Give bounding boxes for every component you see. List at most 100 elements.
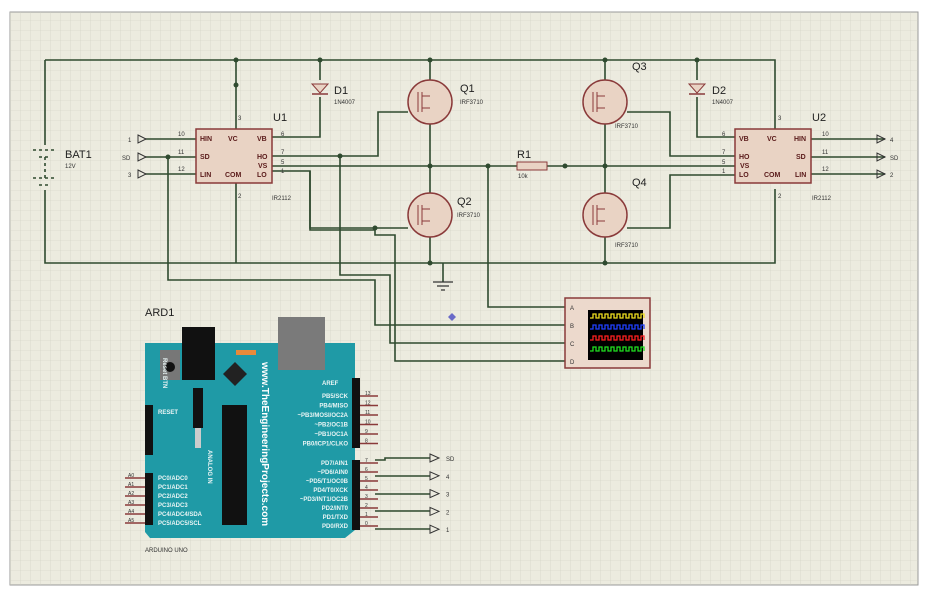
u2-pin-number: 3	[778, 116, 782, 122]
u2-pin-number: 2	[778, 194, 782, 200]
driver-u2[interactable]: U2 IR2112 VB HO VS LO VC COM HIN SD LIN …	[722, 112, 832, 202]
output-terminal-label: SD	[446, 457, 455, 463]
driver-u1[interactable]: U1 IR2112 HIN SD LIN VC COM VB HO VS LO …	[178, 112, 292, 202]
scope-channel-b: B	[570, 324, 574, 330]
arduino-pin-label: PB5/SCK	[322, 394, 349, 400]
battery-bat1[interactable]: BAT1 12V	[33, 149, 92, 186]
u2-pin-hin: HIN	[794, 136, 806, 143]
arduino-model: ARDUINO UNO	[145, 548, 188, 554]
mosfet-icon	[582, 79, 628, 125]
arduino-pin-label: PD7/AIN1	[321, 461, 349, 467]
arduino-reset-btn-label: Reset BTN	[161, 358, 167, 388]
output-terminal-arrow-icon	[429, 506, 441, 517]
q4-part: IRF3710	[615, 243, 639, 249]
header-left-top	[145, 405, 153, 455]
u2-pin-number: 10	[822, 132, 829, 138]
u1-pin-number: 11	[178, 150, 185, 156]
arduino-pin-label: ~PD5/T1/OC0B	[306, 479, 349, 485]
output-terminal-arrow-icon	[429, 453, 441, 463]
scope-channel-a: A	[570, 306, 574, 312]
arduino-pin-number: A0	[128, 473, 134, 479]
u2-pin-com: COM	[764, 172, 781, 179]
arduino-pin-label: PC4/ADC4/SDA	[158, 512, 203, 518]
scope-trace	[590, 313, 645, 319]
u1-pin-number: 1	[281, 169, 285, 175]
arduino-pin-number: 3	[365, 494, 368, 500]
d1-name: D1	[334, 85, 348, 97]
arduino-pin-label: PB0/ICP1/CLKO	[303, 442, 349, 448]
q3-part: IRF3710	[615, 124, 639, 130]
arduino-pin-number: 4	[365, 485, 368, 491]
u2-pin-number: 1	[722, 169, 726, 175]
diode-d1[interactable]: D1 1N4007	[310, 83, 356, 106]
output-terminal-arrow-icon	[429, 524, 441, 534]
u1-pin-sd: SD	[200, 154, 210, 161]
oscilloscope[interactable]: A B C D	[564, 297, 651, 369]
arduino-pin-number: 12	[365, 401, 371, 407]
arduino-pin-label: PB4/MISO	[319, 404, 348, 410]
u1-pin-com: COM	[225, 172, 242, 179]
q1-part: IRF3710	[460, 100, 484, 106]
arduino-pin-label: PC2/ADC2	[158, 494, 188, 500]
arduino-website: www.TheEngineeringProjects.com	[259, 361, 270, 526]
arduino-pin-number: 11	[365, 410, 370, 416]
q2-part: IRF3710	[457, 213, 481, 219]
input-terminal-arrow-icon	[137, 134, 148, 179]
d1-part: 1N4007	[334, 100, 356, 106]
q2-name: Q2	[457, 196, 472, 208]
arduino-pin-number: 6	[365, 467, 368, 473]
arduino-ard1[interactable]: ARD1 RESET AREF Reset BTN ANALOG IN www.…	[125, 307, 378, 554]
u2-pin-vs: VS	[740, 163, 750, 170]
u1-pin-lin: LIN	[200, 172, 211, 179]
u1-pin-number: 12	[178, 167, 185, 173]
arduino-pin-label: PC3/ADC3	[158, 503, 188, 509]
resistor-r1[interactable]: R1 10k	[516, 149, 548, 180]
reset-button-cap	[165, 362, 175, 372]
input-terminal-arrow-icon	[876, 134, 887, 179]
r1-name: R1	[517, 149, 531, 161]
u2-inputs: 4 SD 2	[876, 134, 899, 179]
arduino-pin-number: 7	[365, 458, 368, 464]
power-jack	[182, 327, 215, 380]
atmega-chip	[222, 405, 247, 525]
output-terminal-label: 1	[446, 528, 450, 534]
diode-d2[interactable]: D2 1N4007	[687, 83, 734, 106]
u1-pin-vc: VC	[228, 136, 238, 143]
terminal-label: 3	[128, 173, 132, 179]
u1-pin-hin: HIN	[200, 136, 212, 143]
arduino-pin-number: 10	[365, 420, 371, 426]
scope-channel-d: D	[570, 360, 575, 366]
arduino-analog-label: ANALOG IN	[206, 450, 212, 484]
resistor-icon	[516, 161, 548, 171]
q1-name: Q1	[460, 83, 475, 95]
arduino-pin-label: ~PD3/INT1/OC2B	[300, 497, 349, 503]
d2-name: D2	[712, 85, 726, 97]
terminal-label: 4	[890, 138, 894, 144]
u2-pin-vc: VC	[767, 136, 777, 143]
output-terminal-label: 2	[446, 510, 450, 516]
arduino-pin-number: 0	[365, 521, 368, 527]
u2-name: U2	[812, 112, 826, 124]
origin-marker-icon	[448, 313, 456, 321]
mosfet-gate-symbol	[417, 92, 430, 112]
mosfet-icon	[407, 79, 453, 125]
led	[236, 350, 256, 355]
arduino-pin-number: 13	[365, 391, 371, 397]
arduino-pin-number: 9	[365, 429, 368, 435]
smd-chip	[223, 362, 247, 386]
arduino-name: ARD1	[145, 307, 174, 319]
u2-pin-number: 12	[822, 167, 829, 173]
u2-part: IR2112	[812, 196, 832, 202]
u1-part: IR2112	[272, 196, 292, 202]
terminal-label: 1	[128, 138, 132, 144]
q3-name: Q3	[632, 61, 647, 73]
header-left-bottom	[145, 473, 153, 525]
usb-connector	[278, 317, 325, 370]
q4-name: Q4	[632, 177, 647, 189]
